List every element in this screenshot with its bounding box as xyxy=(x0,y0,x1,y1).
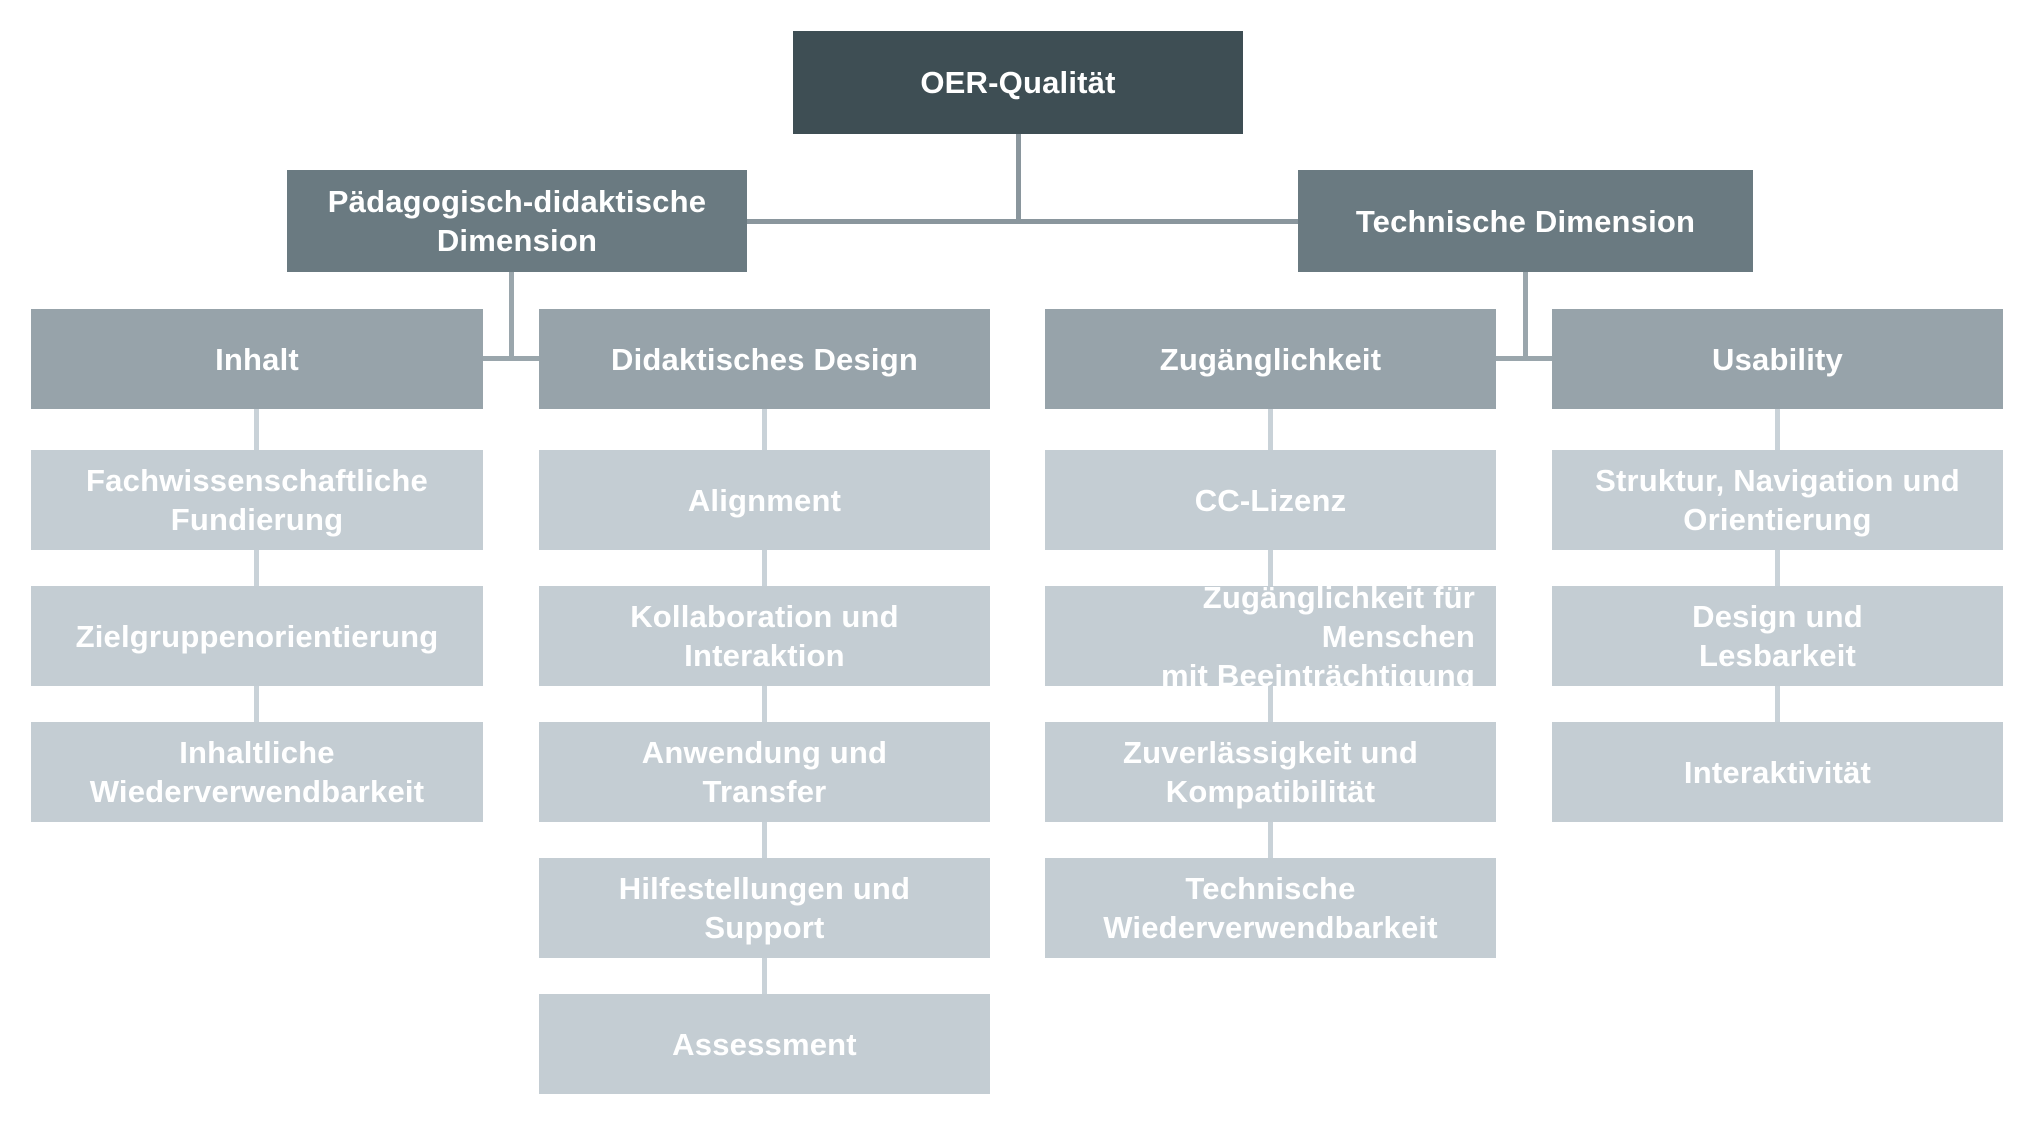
node-zielgruppenorientierung: Zielgruppenorientierung xyxy=(31,586,483,686)
node-label: Usability xyxy=(1711,341,1843,377)
node-zugaenglichkeit: Zugänglichkeit xyxy=(1045,309,1496,409)
connector-technisch-vertical xyxy=(1523,272,1528,361)
node-label: CC-Lizenz xyxy=(1194,482,1347,518)
connector-line xyxy=(762,958,767,994)
connector-technisch-stub xyxy=(1496,356,1552,361)
node-didaktisches-design: Didaktisches Design xyxy=(539,309,990,409)
node-alignment: Alignment xyxy=(539,450,990,550)
node-kollaboration-und-interaktion: Kollaboration und Interaktion xyxy=(539,586,990,686)
node-label: Inhaltliche Wiederverwendbarkeit xyxy=(89,735,425,809)
connector-line xyxy=(254,409,259,450)
node-cc-lizenz: CC-Lizenz xyxy=(1045,450,1496,550)
node-label: Pädagogisch-didaktische Dimension xyxy=(327,184,707,258)
node-interaktivitaet: Interaktivität xyxy=(1552,722,2003,822)
node-label: Assessment xyxy=(672,1026,857,1062)
node-zugaenglichkeit-fuer-menschen-mit-beeintraechtigung: Zugänglichkeit für Menschen mit Beeinträ… xyxy=(1045,580,1496,693)
node-label: Interaktivität xyxy=(1683,754,1872,790)
node-fachwissenschaftliche-fundierung: Fachwissenschaftliche Fundierung xyxy=(31,450,483,550)
connector-line xyxy=(1268,409,1273,450)
connector-paedagogisch-stub xyxy=(483,356,539,361)
node-label: Zugänglichkeit xyxy=(1159,341,1382,377)
node-label: OER-Qualität xyxy=(920,65,1116,100)
node-label: Didaktisches Design xyxy=(610,341,919,377)
node-technische-wiederverwendbarkeit: Technische Wiederverwendbarkeit xyxy=(1045,858,1496,958)
connector-line xyxy=(1268,686,1273,722)
node-technische-dimension: Technische Dimension xyxy=(1298,170,1753,272)
node-label: Inhalt xyxy=(215,341,299,377)
node-oer-qualitaet: OER-Qualität xyxy=(793,31,1243,134)
node-struktur-navigation-und-orientierung: Struktur, Navigation und Orientierung xyxy=(1552,450,2003,550)
connector-line xyxy=(762,550,767,586)
node-label: Zugänglichkeit für Menschen mit Beeinträ… xyxy=(1160,579,1475,693)
node-label: Technische Dimension xyxy=(1355,203,1696,239)
connector-root-vertical xyxy=(1016,134,1021,221)
node-inhaltliche-wiederverwendbarkeit: Inhaltliche Wiederverwendbarkeit xyxy=(31,722,483,822)
node-assessment: Assessment xyxy=(539,994,990,1094)
connector-line xyxy=(762,822,767,858)
connector-line xyxy=(1775,550,1780,586)
connector-paedagogisch-vertical xyxy=(509,272,514,361)
node-label: Struktur, Navigation und Orientierung xyxy=(1595,463,1960,537)
node-label: Technische Wiederverwendbarkeit xyxy=(1103,871,1438,945)
node-design-und-lesbarkeit: Design und Lesbarkeit xyxy=(1552,586,2003,686)
connector-line xyxy=(254,686,259,722)
connector-root-horizontal xyxy=(747,219,1298,224)
node-inhalt: Inhalt xyxy=(31,309,483,409)
node-label: Anwendung und Transfer xyxy=(641,735,888,809)
connector-line xyxy=(1268,550,1273,586)
node-label: Zuverlässigkeit und Kompatibilität xyxy=(1123,735,1418,809)
node-anwendung-und-transfer: Anwendung und Transfer xyxy=(539,722,990,822)
node-label: Design und Lesbarkeit xyxy=(1692,599,1863,673)
node-paedagogisch-didaktische-dimension: Pädagogisch-didaktische Dimension xyxy=(287,170,747,272)
node-label: Fachwissenschaftliche Fundierung xyxy=(86,463,428,537)
connector-line xyxy=(1268,822,1273,858)
connector-line xyxy=(762,686,767,722)
node-hilfestellungen-und-support: Hilfestellungen und Support xyxy=(539,858,990,958)
connector-line xyxy=(762,409,767,450)
connector-line xyxy=(1775,409,1780,450)
connector-line xyxy=(1775,686,1780,722)
connector-line xyxy=(254,550,259,586)
node-label: Hilfestellungen und Support xyxy=(618,871,911,945)
node-usability: Usability xyxy=(1552,309,2003,409)
node-label: Zielgruppenorientierung xyxy=(75,618,439,654)
node-label: Kollaboration und Interaktion xyxy=(630,599,899,673)
node-zuverlaessigkeit-und-kompatibilitaet: Zuverlässigkeit und Kompatibilität xyxy=(1045,722,1496,822)
node-label: Alignment xyxy=(687,482,842,518)
